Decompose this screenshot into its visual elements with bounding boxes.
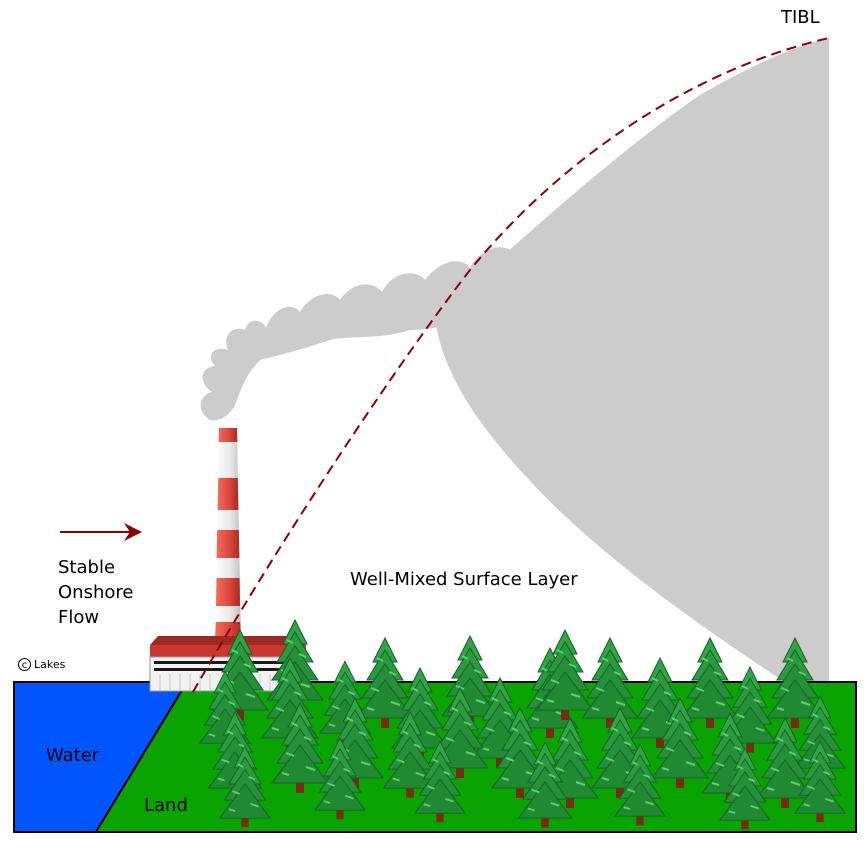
plume <box>437 38 829 712</box>
copyright-mark: c Lakes <box>18 658 65 671</box>
smoke-cloud <box>200 220 640 421</box>
tibl-boundary-line <box>192 37 830 693</box>
surface-layer-label: Well-Mixed Surface Layer <box>350 569 578 590</box>
water-label: Water <box>46 745 100 766</box>
copyright-text: Lakes <box>34 658 66 671</box>
copyright-icon: c <box>18 658 31 671</box>
smokestack-icon <box>215 428 241 640</box>
land-label: Land <box>144 795 188 816</box>
tibl-label: TIBL <box>781 7 820 28</box>
flow-label-line2: Onshore <box>58 582 134 603</box>
flow-label-line3: Flow <box>58 607 100 628</box>
flow-label-line1: Stable <box>58 557 116 578</box>
arrow-right-icon <box>60 523 142 541</box>
